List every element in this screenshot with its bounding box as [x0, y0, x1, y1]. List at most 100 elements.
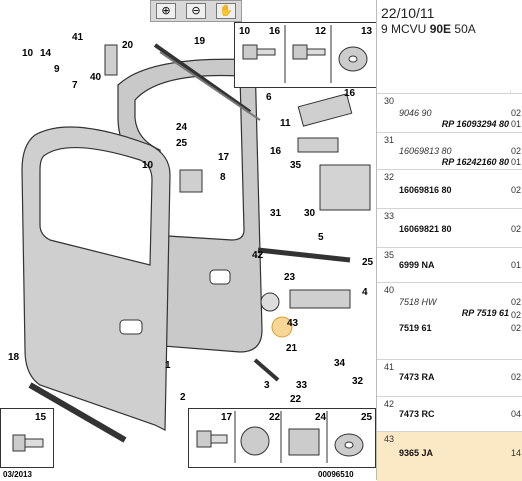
parts-row-33[interactable]: 33 16069821 80 02: [377, 208, 522, 247]
row-index: 35: [384, 250, 395, 260]
row-index: 42: [384, 399, 395, 409]
pan-icon[interactable]: ✋: [216, 3, 236, 19]
callout-16-mid[interactable]: 16: [270, 146, 282, 157]
upper-roller-bracket: [297, 93, 353, 127]
connector-block: [319, 164, 371, 211]
callout-5[interactable]: 5: [318, 232, 324, 243]
row-index: 41: [384, 362, 395, 372]
parts-row-42[interactable]: 42 7473 RC 04: [377, 396, 522, 431]
row-superseded-ref: 16069813 80: [399, 146, 452, 156]
callout-8[interactable]: 8: [220, 172, 226, 183]
fastener-icons: [242, 25, 368, 83]
highlight-43: [271, 316, 293, 338]
parts-row-43[interactable]: 43 9365 JA 14: [377, 431, 522, 481]
box-label: 25: [361, 412, 373, 423]
middle-rail: [257, 247, 351, 263]
callout-32[interactable]: 32: [352, 376, 364, 387]
row-replacement-ref: RP 16093294 80: [441, 119, 509, 129]
parts-row-30[interactable]: 30 9046 90 RP 16093294 80 02 01: [377, 93, 522, 132]
fastener-box-top: 10 16 12 13: [234, 22, 378, 88]
row-part-ref: 6999 NA: [399, 260, 435, 270]
row-index: 30: [384, 96, 395, 106]
row-index: 33: [384, 211, 395, 221]
roller-plate: [297, 137, 339, 153]
callout-31[interactable]: 31: [270, 208, 282, 219]
row-part-ref: 9365 JA: [399, 448, 434, 458]
parts-diagram: ⊕ ⊖ ✋ 10 14 9 41 40 7 20 19 6 16 11 24: [0, 0, 378, 480]
callout-30[interactable]: 30: [304, 208, 316, 219]
callout-17[interactable]: 17: [218, 152, 230, 163]
vehicle-suffix: 50A: [454, 22, 476, 36]
callout-25-right[interactable]: 25: [362, 257, 374, 268]
footer-date-code: 03/2013: [3, 470, 32, 479]
zoom-toolbar: ⊕ ⊖ ✋: [150, 0, 242, 22]
callout-14[interactable]: 14: [40, 48, 52, 59]
row-qty: 04: [510, 409, 521, 419]
callout-9[interactable]: 9: [54, 64, 60, 75]
callout-33[interactable]: 33: [296, 380, 308, 391]
callout-43[interactable]: 43: [287, 318, 299, 329]
box-label: 15: [35, 412, 47, 423]
row-qty: 14: [510, 448, 521, 458]
rear-door-handle: [209, 269, 231, 285]
callout-11[interactable]: 11: [280, 118, 291, 129]
callout-18[interactable]: 18: [8, 352, 20, 363]
parts-row-31[interactable]: 31 16069813 80 RP 16242160 80 02 01: [377, 132, 522, 169]
lock-unit: [179, 169, 203, 193]
callout-4[interactable]: 4: [362, 287, 368, 298]
row-qty: 02: [510, 323, 521, 333]
box-label: 10: [239, 26, 251, 37]
callout-41[interactable]: 41: [72, 32, 84, 43]
front-door-handle: [119, 319, 143, 335]
callout-20[interactable]: 20: [122, 40, 134, 51]
callout-42[interactable]: 42: [252, 250, 264, 261]
row-qty: 02: [510, 146, 521, 156]
box-label: 16: [269, 26, 281, 37]
box-label: 17: [221, 412, 233, 423]
parts-row-32[interactable]: 32 16069816 80 02: [377, 169, 522, 208]
zoom-in-icon[interactable]: ⊕: [156, 3, 176, 19]
center-roller-bracket: [289, 289, 351, 309]
callout-40[interactable]: 40: [90, 72, 102, 83]
row-qty: 02: [510, 108, 521, 118]
row-index: 43: [384, 434, 395, 444]
callout-10-mid[interactable]: 10: [142, 160, 154, 171]
row-superseded-ref: 9046 90: [399, 108, 432, 118]
callout-35[interactable]: 35: [290, 160, 302, 171]
callout-3[interactable]: 3: [264, 380, 270, 391]
panel-header: 22/10/11 9 MCVU 90E 50A: [377, 0, 522, 40]
fastener-box-bottom-left: 15: [0, 408, 54, 468]
callout-34[interactable]: 34: [334, 358, 346, 369]
door-drawing: [21, 43, 371, 443]
callout-22[interactable]: 22: [290, 394, 302, 405]
row-index: 31: [384, 135, 395, 145]
callout-2[interactable]: 2: [180, 392, 186, 403]
row-qty: 02: [510, 372, 521, 382]
row-qty: 02: [510, 310, 521, 320]
callout-1[interactable]: 1: [165, 360, 171, 371]
box-label: 13: [361, 26, 373, 37]
zoom-out-icon[interactable]: ⊖: [186, 3, 206, 19]
callout-6[interactable]: 6: [266, 92, 272, 103]
callout-23[interactable]: 23: [284, 272, 296, 283]
callout-16-upper[interactable]: 16: [344, 88, 356, 99]
row-qty: 02: [510, 224, 521, 234]
callout-7[interactable]: 7: [72, 80, 78, 91]
upper-rail-inner: [159, 51, 261, 121]
lower-rail: [253, 358, 280, 382]
row-superseded-ref: 7518 HW: [399, 297, 437, 307]
parts-list-panel: 22/10/11 9 MCVU 90E 50A 30 9046 90 RP 16…: [376, 0, 522, 481]
row-replacement-ref: RP 7519 61: [461, 308, 509, 318]
callout-24[interactable]: 24: [176, 122, 188, 133]
fastener-icons-bottom: [196, 411, 364, 463]
parts-row-40[interactable]: 40 7518 HW RP 7519 61 7519 61 02 02 02: [377, 282, 522, 359]
callout-21[interactable]: 21: [286, 343, 298, 354]
callout-10[interactable]: 10: [22, 48, 34, 59]
callout-19[interactable]: 19: [194, 36, 206, 47]
upper-rail-outer: [153, 43, 252, 114]
callout-25-upper[interactable]: 25: [176, 138, 188, 149]
box-label: 22: [269, 412, 281, 423]
row-part-ref: 16069821 80: [399, 224, 452, 234]
parts-row-41[interactable]: 41 7473 RA 02: [377, 359, 522, 396]
parts-row-35[interactable]: 35 6999 NA 01: [377, 247, 522, 282]
